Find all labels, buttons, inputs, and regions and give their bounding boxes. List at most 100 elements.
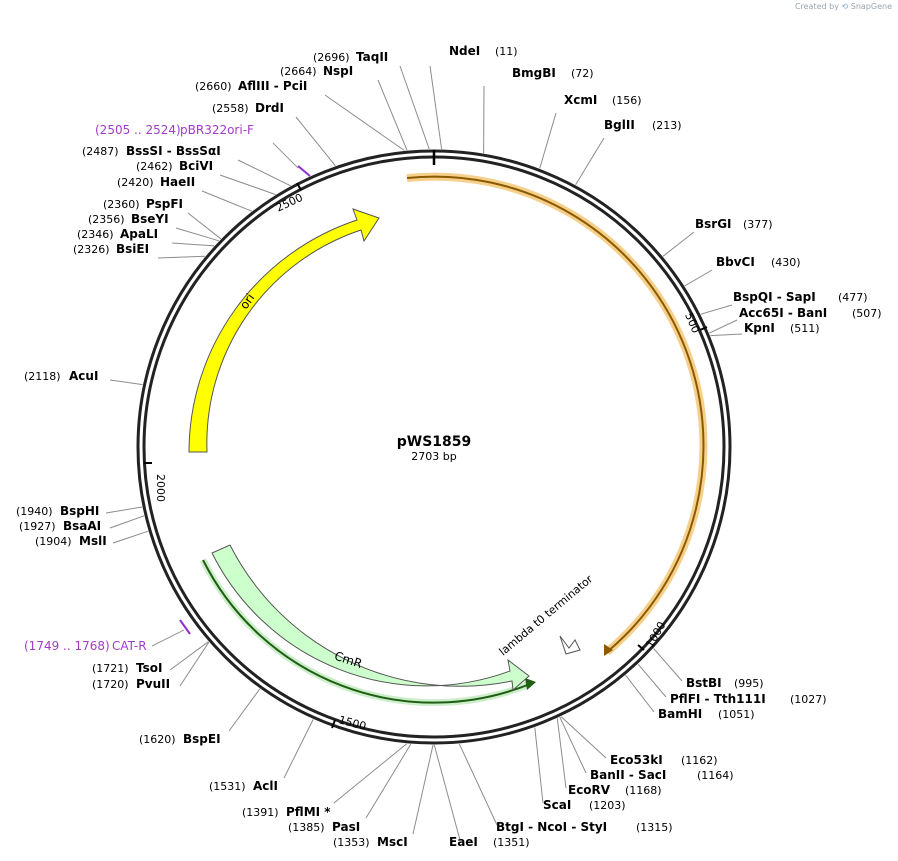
site-leader-line	[700, 304, 733, 315]
site-pspfi[interactable]: (2360)PspFI	[103, 197, 183, 211]
primer-pbr322ori-f-name: pBR322ori-F	[180, 123, 254, 137]
primer-pbr322ori-f-mark	[297, 165, 311, 177]
site-leader-line	[556, 718, 567, 789]
site-position: (156)	[612, 94, 642, 107]
site-btgi-ncoi-styi[interactable]: BtgI - NcoI - StyI(1315)	[496, 820, 673, 834]
site-bsiei[interactable]: (2326)BsiEI	[73, 242, 149, 256]
site-enzyme-name: Eco53kI	[610, 753, 663, 767]
site-position: (511)	[790, 322, 820, 335]
primer-cat-r-name: CAT-R	[112, 639, 147, 653]
site-eco53ki[interactable]: Eco53kI(1162)	[610, 753, 718, 767]
site-position: (1904)	[35, 535, 72, 548]
site-bspqi-sapi[interactable]: BspQI - SapI(477)	[733, 290, 868, 304]
site-enzyme-name: AflIII - PciI	[238, 79, 307, 93]
tick-1000-mark	[637, 644, 645, 651]
site-enzyme-name: NdeI	[449, 44, 480, 58]
site-position: (377)	[743, 218, 773, 231]
site-nspi[interactable]: (2664)NspI	[280, 64, 353, 78]
site-eaei[interactable]: EaeI(1351)	[449, 835, 530, 849]
site-bsaai[interactable]: (1927)BsaAI	[19, 519, 101, 533]
site-enzyme-name: BstBI	[686, 676, 722, 690]
site-position: (1385)	[288, 821, 325, 834]
site-leader-line	[187, 212, 222, 240]
site-enzyme-name: PvuII	[136, 677, 170, 691]
site-banii-saci[interactable]: BanII - SacI(1164)	[590, 768, 734, 782]
site-pasi[interactable]: (1385)PasI	[288, 820, 360, 834]
site-position: (213)	[652, 119, 682, 132]
site-position: (1027)	[790, 693, 827, 706]
site-enzyme-name: MscI	[377, 835, 408, 849]
site-pflfi-tth111i[interactable]: PflFI - Tth111I (1027)	[670, 692, 827, 706]
site-leader-line	[228, 688, 261, 732]
site-bcivi[interactable]: (2462)BciVI	[136, 159, 213, 173]
site-bspei[interactable]: (1620)BspEI	[139, 732, 221, 746]
site-leader-line	[109, 515, 145, 529]
ori-feature[interactable]	[188, 208, 380, 453]
site-pflmi[interactable]: (1391)PflMI *	[242, 805, 331, 819]
plasmid-name: pWS1859	[397, 434, 472, 450]
site-acli[interactable]: (1531)AclI	[209, 779, 278, 793]
site-bsphi[interactable]: (1940)BspHI	[16, 504, 99, 518]
site-position: (1391)	[242, 806, 279, 819]
site-xcmi[interactable]: XcmI(156)	[564, 93, 642, 107]
site-enzyme-name: ApaLI	[120, 227, 158, 241]
site-bsrgi[interactable]: BsrGI(377)	[695, 217, 773, 231]
site-leader-line	[412, 744, 434, 835]
site-leader-line	[377, 79, 408, 151]
site-bamhi[interactable]: BamHI(1051)	[658, 707, 755, 721]
site-drdi[interactable]: (2558)DrdI	[212, 101, 284, 115]
site-position: (2118)	[24, 370, 61, 383]
cmr-feature[interactable]	[211, 544, 530, 692]
site-enzyme-name: BssSI - BssSαI	[126, 144, 221, 158]
site-msli[interactable]: (1904)MslI	[35, 534, 107, 548]
site-leader-line	[458, 743, 498, 826]
primer-cat-r-leader	[151, 629, 185, 647]
site-bseyi[interactable]: (2356)BseYI	[88, 212, 169, 226]
site-leader-line	[429, 65, 443, 150]
site-position: (1203)	[589, 799, 626, 812]
site-enzyme-name: BsaAI	[63, 519, 101, 533]
lambda-t0-terminator-feature[interactable]	[559, 635, 581, 655]
site-leader-line	[534, 727, 544, 804]
site-leader-line	[179, 641, 210, 687]
site-position: (2664)	[280, 65, 317, 78]
site-bbvci[interactable]: BbvCI(430)	[716, 255, 801, 269]
site-apali[interactable]: (2346) ApaLI	[77, 227, 158, 241]
site-position: (1720)	[92, 678, 129, 691]
site-tsoi[interactable]: (1721)TsoI	[92, 661, 162, 675]
site-enzyme-name: BbvCI	[716, 255, 755, 269]
site-afliii-pcii[interactable]: (2660)AflIII - PciI	[195, 79, 307, 93]
site-enzyme-name: BsiEI	[116, 242, 149, 256]
site-bglii[interactable]: BglII(213)	[604, 118, 682, 132]
site-leader-line	[201, 190, 252, 212]
site-enzyme-name: KpnI	[744, 321, 775, 335]
site-kpni[interactable]: KpnI (511)	[744, 321, 820, 335]
site-bstbi[interactable]: BstBI(995)	[686, 676, 764, 690]
site-acui[interactable]: (2118)AcuI	[24, 369, 98, 383]
site-leader-line	[105, 506, 143, 514]
site-scai[interactable]: ScaI(1203)	[543, 798, 626, 812]
site-pvuii[interactable]: (1720) PvuII	[92, 677, 170, 691]
site-leader-line	[399, 65, 430, 150]
snapgene-credit: Created by ⟲ SnapGene	[795, 2, 892, 11]
site-haeii[interactable]: (2420)HaeII	[117, 175, 195, 189]
site-bmgbi[interactable]: BmgBI(72)	[512, 66, 594, 80]
primer-pbr322ori-f[interactable]: (2505 .. 2524) pBR322ori-F	[95, 123, 254, 137]
site-ecorv[interactable]: EcoRV(1168)	[568, 783, 662, 797]
site-enzyme-name: PflFI - Tth111I	[670, 692, 766, 706]
site-position: (2346)	[77, 228, 114, 241]
site-enzyme-name: PspFI	[146, 197, 183, 211]
site-enzyme-name: BamHI	[658, 707, 702, 721]
site-leader-line	[559, 716, 587, 774]
site-msci[interactable]: (1353)MscI	[333, 835, 408, 849]
site-enzyme-name: BseYI	[131, 212, 169, 226]
site-taqii[interactable]: (2696)TaqII	[313, 50, 388, 64]
site-ndei[interactable]: NdeI(11)	[449, 44, 518, 58]
primer-cat-r[interactable]: (1749 .. 1768) CAT-R	[24, 639, 147, 653]
snapgene-logo-icon: ⟲	[841, 2, 849, 11]
site-bsssi-bsssai[interactable]: (2487)BssSI - BssSαI	[82, 144, 221, 158]
site-acc65i-bani[interactable]: Acc65I - BanI(507)	[739, 306, 882, 320]
site-leader-line	[171, 242, 215, 247]
tick-2000-label: 2000	[154, 474, 167, 502]
site-position: (72)	[571, 67, 594, 80]
